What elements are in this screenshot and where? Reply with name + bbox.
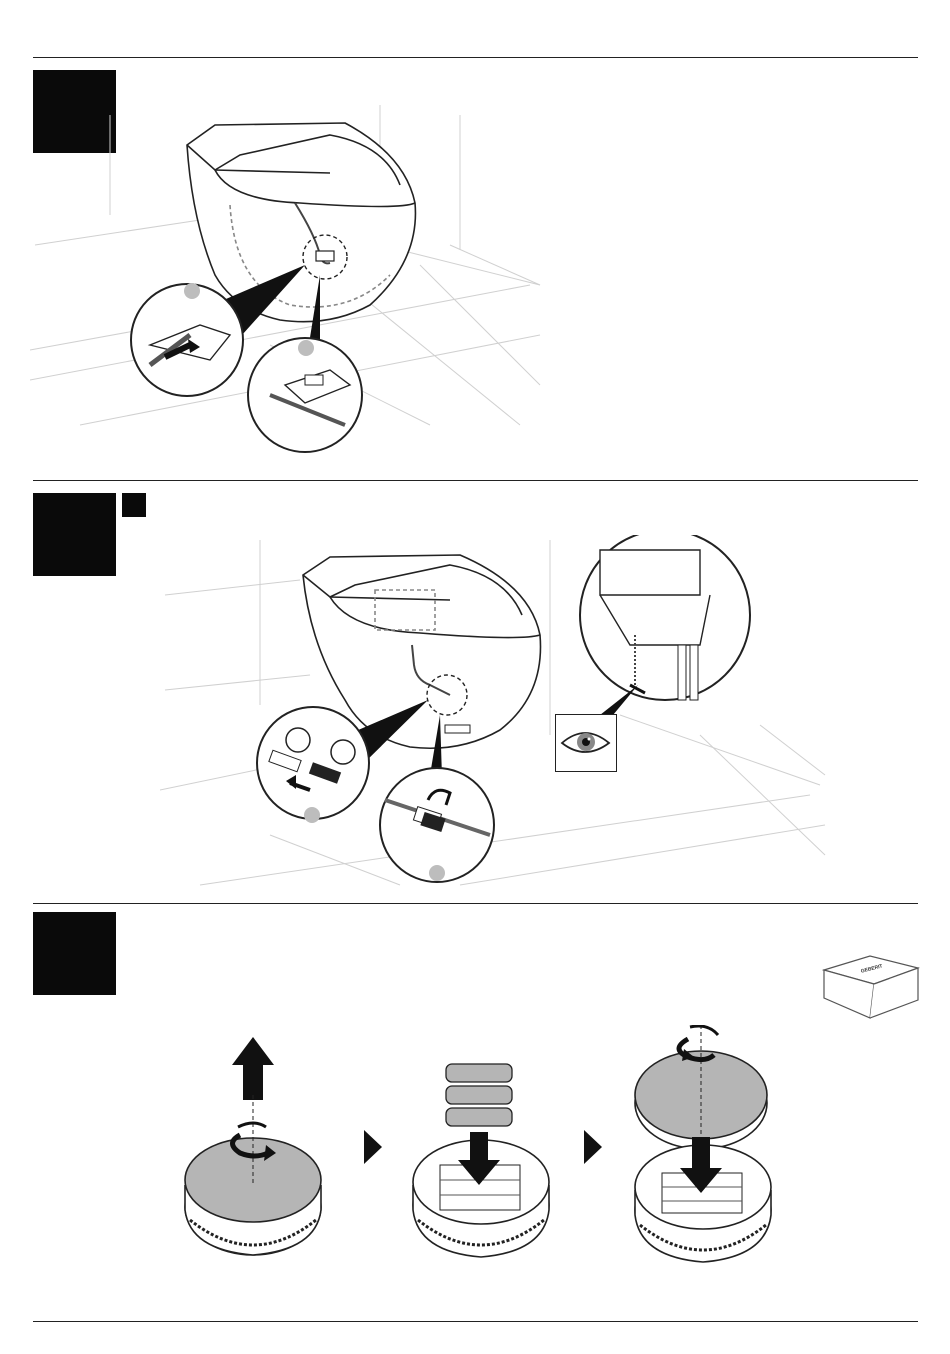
toilet-body-a — [187, 123, 415, 322]
rule-after-step-b — [33, 903, 918, 904]
remote-open — [180, 1035, 330, 1265]
bottom-rule — [33, 1321, 918, 1322]
remote-close — [630, 1025, 780, 1270]
detail-circle-b2 — [380, 768, 494, 882]
step-a-illustration — [30, 95, 550, 465]
detail-circle-a2 — [248, 338, 362, 452]
callout-marker-b2 — [429, 865, 445, 881]
rule-after-step-a — [33, 480, 918, 481]
connector-face-left — [286, 728, 310, 752]
detail-circle-a1 — [131, 283, 243, 396]
triangle-right-icon-2 — [582, 1128, 604, 1166]
step-c-number-block — [33, 912, 116, 995]
remote-batteries — [408, 1060, 558, 1265]
product-box: GEBERIT — [822, 948, 920, 1020]
callout-marker-b1 — [304, 807, 320, 823]
top-rule — [33, 57, 918, 58]
inspection-detail-circle — [580, 535, 750, 700]
connector-face-right — [331, 740, 355, 764]
eye-icon — [555, 714, 617, 772]
callout-marker-a1 — [184, 283, 200, 299]
battery-stack — [446, 1064, 512, 1126]
arrow-up-icon — [232, 1037, 274, 1100]
step-b-number-block — [33, 493, 116, 576]
detail-circle-b1 — [257, 707, 369, 823]
step-b-illustration — [160, 535, 830, 890]
step-b-sub-marker — [122, 493, 146, 517]
callout-marker-a2 — [298, 340, 314, 356]
triangle-right-icon — [362, 1128, 384, 1166]
